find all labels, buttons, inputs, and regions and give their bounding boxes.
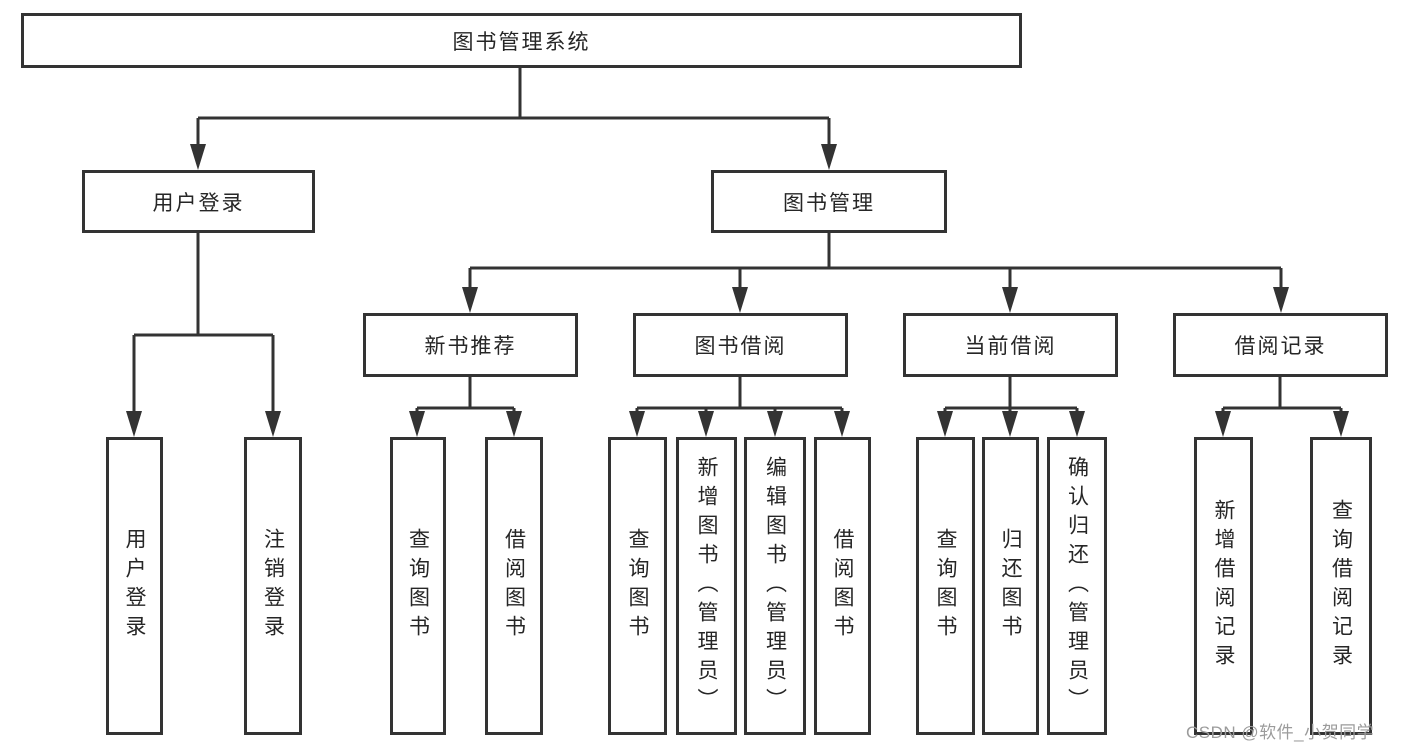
csdn-watermark: CSDN @软件_小贺同学	[1186, 723, 1375, 742]
leaf-query-books-borrowing: 查询图书	[608, 437, 667, 735]
connector-current-borrowing	[943, 377, 1079, 414]
leaf-add-book-admin: 新增图书（管理员）	[676, 437, 737, 735]
leaf-confirm-return-admin: 确认归还（管理员）	[1047, 437, 1107, 735]
node-book-borrowing: 图书借阅	[633, 313, 848, 377]
node-book-management: 图书管理	[711, 170, 947, 233]
connector-new-book-recommend	[415, 377, 516, 414]
leaf-return-book: 归还图书	[982, 437, 1039, 735]
leaf-logout: 注销登录	[244, 437, 302, 735]
connector-book-borrowing	[635, 377, 844, 414]
node-new-book-recommend: 新书推荐	[363, 313, 578, 377]
node-current-borrowing: 当前借阅	[903, 313, 1118, 377]
node-user-login: 用户登录	[82, 170, 315, 233]
node-borrowing-records: 借阅记录	[1173, 313, 1388, 377]
connector-borrowing-records	[1221, 377, 1343, 414]
connector-book-management	[468, 233, 1283, 290]
leaf-add-borrow-record: 新增借阅记录	[1194, 437, 1253, 735]
leaf-edit-book-admin: 编辑图书（管理员）	[744, 437, 806, 735]
leaf-borrow-books-borrowing: 借阅图书	[814, 437, 871, 735]
node-root-system: 图书管理系统	[21, 13, 1022, 68]
leaf-query-books-current: 查询图书	[916, 437, 975, 735]
connector-root	[196, 68, 831, 146]
leaf-query-books-recommend: 查询图书	[390, 437, 446, 735]
leaf-user-login: 用户登录	[106, 437, 163, 735]
connector-user-login	[132, 233, 275, 413]
leaf-borrow-books-recommend: 借阅图书	[485, 437, 543, 735]
arrowheads	[126, 144, 1349, 437]
leaf-query-borrow-record: 查询借阅记录	[1310, 437, 1372, 735]
